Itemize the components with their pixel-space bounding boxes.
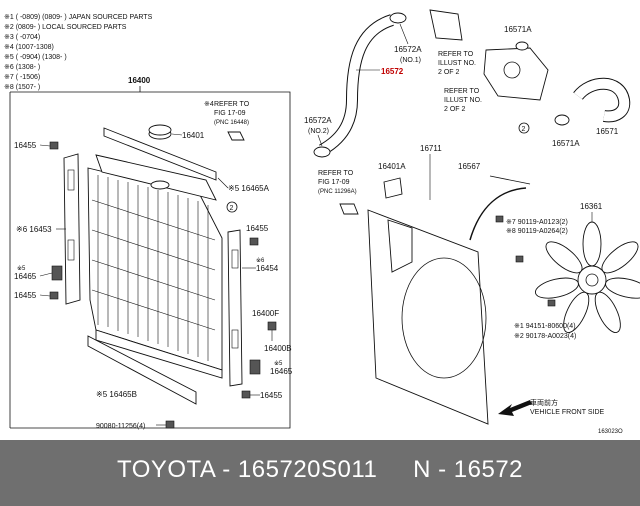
part-label-16567: 16567 [458,162,481,171]
circle-label: 2 [230,205,234,212]
circle-marker-2: 2 [226,201,238,213]
part-label-16455: 16455 [14,141,37,150]
shroud-upper-16401a: 16401A [378,162,406,199]
tag: ※5 [17,265,26,272]
radiator-assembly-frame: 16400 [9,76,291,429]
refer2-line1: REFER TO [444,88,480,95]
legend-line: ※1 ( -0809) (0809- ) JAPAN SOURCED PARTS [4,14,153,21]
part-label-16572a-sub: (NO.2) [308,128,329,135]
bolt-16455-left-top: 16455 [14,141,59,150]
part-label-16465b: ※5 16465B [96,390,137,399]
ref1-line2: FIG 17-09 [214,110,246,117]
hose-clamp-16572a-no1: 16572A (NO.1) [389,12,422,64]
part-label-16571: 16571 [596,127,619,136]
part-label-16401: 16401 [182,131,205,140]
ref1-tag: ※4 [204,101,214,108]
ref1-line1: REFER TO [214,101,250,108]
fan-shroud-16711: 16711 [367,144,489,425]
part-label-screw2: ※8 90119-A0264(2) [506,228,568,235]
legend-line: ※6 (1308- ) [4,64,40,71]
radiator-cap-16401: 16401 [148,124,205,140]
ref2-line3: (PNC 11296A) [318,189,357,195]
part-label-16572a: 16572A [394,45,422,54]
tag: ※5 [274,360,283,367]
hose-clamp-16572a-no2: 16572A (NO.2) [304,116,332,158]
part-label-16400f: 16400F [252,309,279,318]
ref2-line2: FIG 17-09 [318,179,350,186]
part-label-16571a: 16571A [504,25,532,34]
part-label-bolt: 90080-11256(4) [96,423,145,430]
cushion-16465-right: ※5 16465 [249,359,293,376]
part-label-16711: 16711 [420,144,442,153]
tag: ※6 [256,257,265,264]
bolt-16455-right-top: 16455 [246,224,269,246]
part-label-fan2: ※2 90178-A0023(4) [514,333,576,340]
water-outlet-housing: REFER TO ILLUST NO. 2 OF 2 [429,9,476,76]
part-label-16455: 16455 [14,291,37,300]
lower-hose-16571: 16571 [573,77,631,136]
part-label-16465: 16465 [270,367,293,376]
part-label-16572a-sub: (NO.1) [400,57,421,64]
vehicle-front-jp: 車両前方 [530,398,558,407]
part-label-fan1: ※1 94151-80600(4) [514,323,576,330]
bolt-16455-left-bottom: 16455 [14,291,59,300]
parts-diagram: ※1 ( -0809) (0809- ) JAPAN SOURCED PARTS… [4,9,640,435]
refer2-line3: 2 OF 2 [444,106,466,113]
refer1-line2: ILLUST NO. [438,60,476,67]
part-label-16361: 16361 [580,202,603,211]
legend: ※1 ( -0809) (0809- ) JAPAN SOURCED PARTS… [4,14,153,91]
radiator-core [87,154,223,379]
part-label-16455: 16455 [260,391,283,400]
upper-hose-16572: 16572 [318,14,406,156]
legend-line: ※5 ( -0904) (1308- ) [4,54,67,61]
part-label-16572: 16572 [381,67,404,76]
part-label-16572a: 16572A [304,116,332,125]
cooling-fan-16361: 16361 ※1 94151-80600(4) ※2 90178-A0023(4… [514,202,640,340]
side-member-16454: ※6 16454 [227,229,279,387]
part-label-screw1: ※7 90119-A0123(2) [506,219,568,226]
part-label-16454: 16454 [256,264,279,273]
refer1-line1: REFER TO [438,51,474,58]
part-label-16400: 16400 [128,76,151,85]
legend-line: ※7 ( -1506) [4,74,40,81]
vehicle-front-indicator: 車両前方 VEHICLE FRONT SIDE [498,398,604,416]
legend-line: ※4 (1007-1308) [4,44,54,51]
part-label-16400b: 16400B [264,344,292,353]
part-number-caption: TOYOTA - 165720S011 N - 16572 [116,456,524,483]
vehicle-front-en: VEHICLE FRONT SIDE [530,409,604,416]
hose-clamp-16571a-top: 16571A [504,25,532,51]
part-label-16465a: ※5 16465A [228,184,270,193]
water-inlet-housing: REFER TO ILLUST NO. 2 OF 2 [444,47,549,113]
screw-labels: ※7 90119-A0123(2) ※8 90119-A0264(2) [495,215,568,263]
part-label-16401a: 16401A [378,162,406,171]
legend-line: ※8 (1507- ) [4,84,40,91]
exploded-view-svg: ※1 ( -0809) (0809- ) JAPAN SOURCED PARTS… [4,9,640,435]
refer2-line2: ILLUST NO. [444,97,482,104]
drain-cock-16400f: 16400F 16400B [252,309,292,353]
hose-16567: 16567 [458,162,531,241]
refer1-line3: 2 OF 2 [438,69,460,76]
figure-number: 163023O [598,429,623,435]
footer-bar [0,440,640,506]
circle-label: 2 [522,126,526,133]
part-label-16455: 16455 [246,224,269,233]
hose-clamp-16571a-bottom: 16571A 2 [518,114,580,148]
part-label-16453: ※6 16453 [16,225,52,234]
side-member-16453: ※6 16453 [16,153,81,305]
seal-16465b: ※5 16465B [87,335,197,405]
cushion-16465-left: ※5 16465 [14,265,63,281]
part-label-16465: 16465 [14,272,37,281]
highlight-bg [380,64,406,76]
bolt-16455-right-bottom: 16455 [241,390,283,400]
bolt-90080: 90080-11256(4) [96,420,175,430]
legend-line: ※3 ( -0704) [4,34,40,41]
part-label-16571a: 16571A [552,139,580,148]
ref2-line1: REFER TO [318,170,354,177]
seal-16465a: ※5 16465A [103,127,270,193]
ref1-line3: (PNC 16448) [214,120,249,126]
reference-note-1: ※4 REFER TO FIG 17-09 (PNC 16448) [204,101,250,141]
reference-note-2: REFER TO FIG 17-09 (PNC 11296A) [318,170,359,215]
legend-line: ※2 (0809- ) LOCAL SOURCED PARTS [4,24,127,31]
